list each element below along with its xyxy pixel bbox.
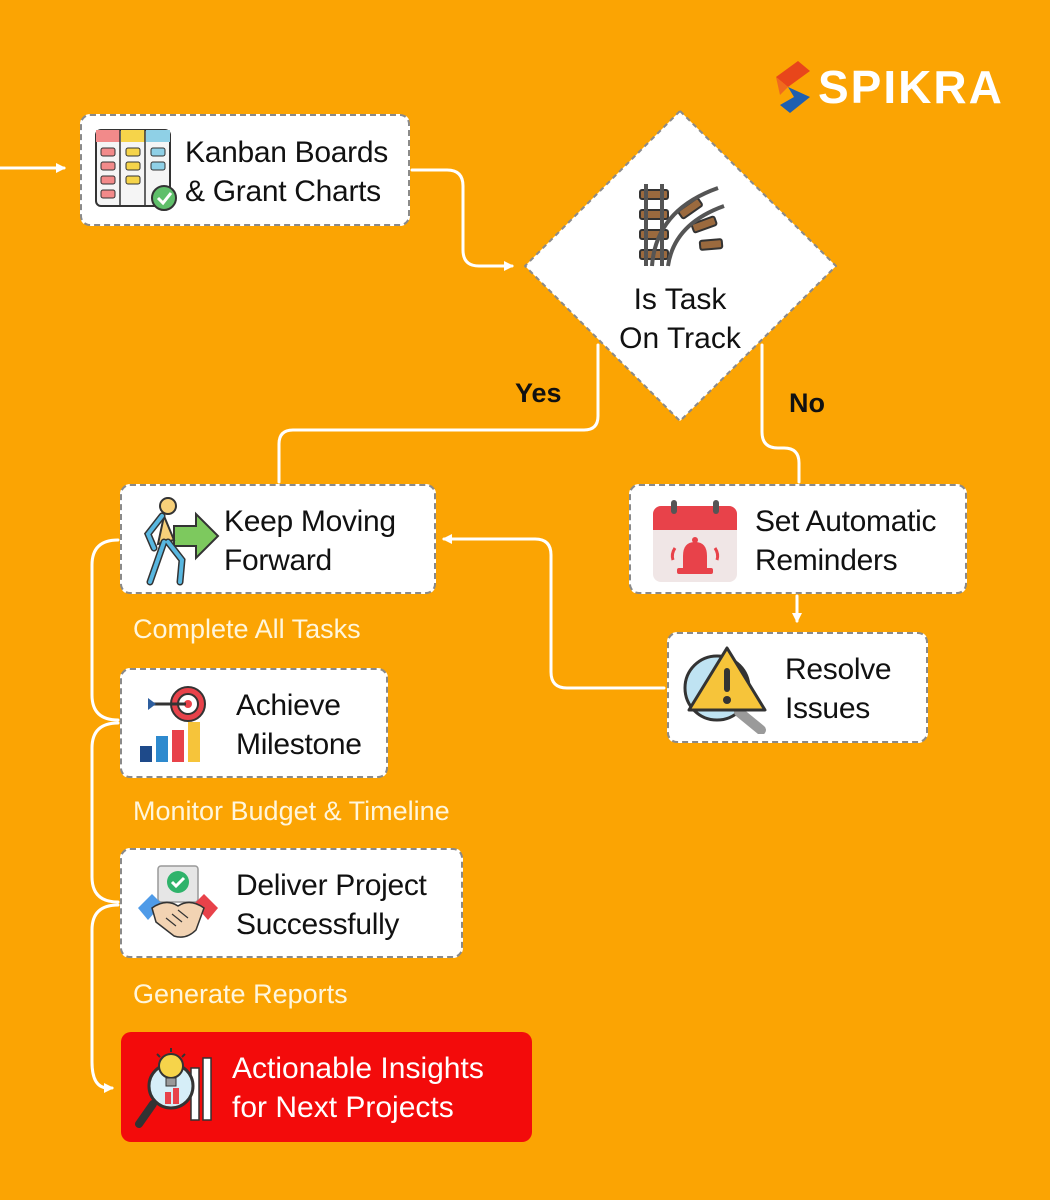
node-milestone[interactable]: Achieve Milestone — [120, 668, 388, 778]
step-label-complete-tasks: Complete All Tasks — [133, 614, 361, 644]
branch-label-yes: Yes — [515, 378, 562, 408]
node-resolve-line2: Issues — [785, 692, 870, 725]
handshake-icon — [138, 865, 218, 938]
node-milestone-line1: Achieve — [236, 689, 341, 722]
node-reminders-line2: Reminders — [755, 544, 898, 577]
step-label-reports: Generate Reports — [133, 979, 348, 1009]
node-insights-line2: for Next Projects — [232, 1091, 454, 1124]
node-deliver[interactable]: Deliver Project Successfully — [120, 848, 463, 958]
node-keep-moving-line1: Keep Moving — [224, 505, 396, 538]
connector-no — [760, 343, 801, 484]
step-label-monitor: Monitor Budget & Timeline — [133, 796, 450, 826]
target-chart-icon — [140, 686, 206, 762]
connector-resolve-keep — [442, 534, 666, 690]
connector-milestone-deliver — [90, 721, 120, 904]
decision-line2: On Track — [619, 322, 741, 355]
brand-name: SPIKRA — [818, 61, 1004, 113]
node-keep-moving[interactable]: Keep Moving Forward — [120, 484, 436, 594]
walking-person-icon — [143, 497, 220, 586]
connector-yes — [277, 343, 600, 484]
decision-diamond — [524, 110, 837, 422]
railway-track-icon — [639, 184, 725, 267]
branch-label-no: No — [789, 388, 825, 418]
node-deliver-line2: Successfully — [236, 908, 400, 941]
decision-line1: Is Task — [633, 283, 727, 316]
brand-logo: SPIKRA — [776, 60, 1004, 114]
node-insights[interactable]: Actionable Insights for Next Projects — [121, 1032, 532, 1142]
calendar-alarm-icon — [653, 500, 737, 582]
insight-bulb-magnifier-icon — [135, 1048, 212, 1128]
node-keep-moving-line2: Forward — [224, 544, 332, 577]
connector-keep-milestone — [90, 538, 120, 722]
warning-search-icon — [683, 646, 767, 734]
node-insights-line1: Actionable Insights — [232, 1052, 484, 1085]
spikra-logo-icon — [776, 61, 810, 113]
node-deliver-line1: Deliver Project — [236, 869, 427, 902]
node-kanban-line1: Kanban Boards — [185, 136, 388, 169]
node-reminders[interactable]: Set Automatic Reminders — [629, 484, 967, 594]
connector-kanban-decision — [410, 168, 514, 271]
node-reminders-line1: Set Automatic — [755, 505, 937, 538]
kanban-board-icon — [95, 129, 177, 211]
node-resolve-line1: Resolve — [785, 653, 892, 686]
node-kanban-line2: & Grant Charts — [185, 175, 381, 208]
connector-deliver-insights — [90, 903, 120, 1093]
node-milestone-line2: Milestone — [236, 728, 362, 761]
node-kanban[interactable]: Kanban Boards & Grant Charts — [80, 114, 410, 226]
node-resolve[interactable]: Resolve Issues — [667, 632, 928, 743]
